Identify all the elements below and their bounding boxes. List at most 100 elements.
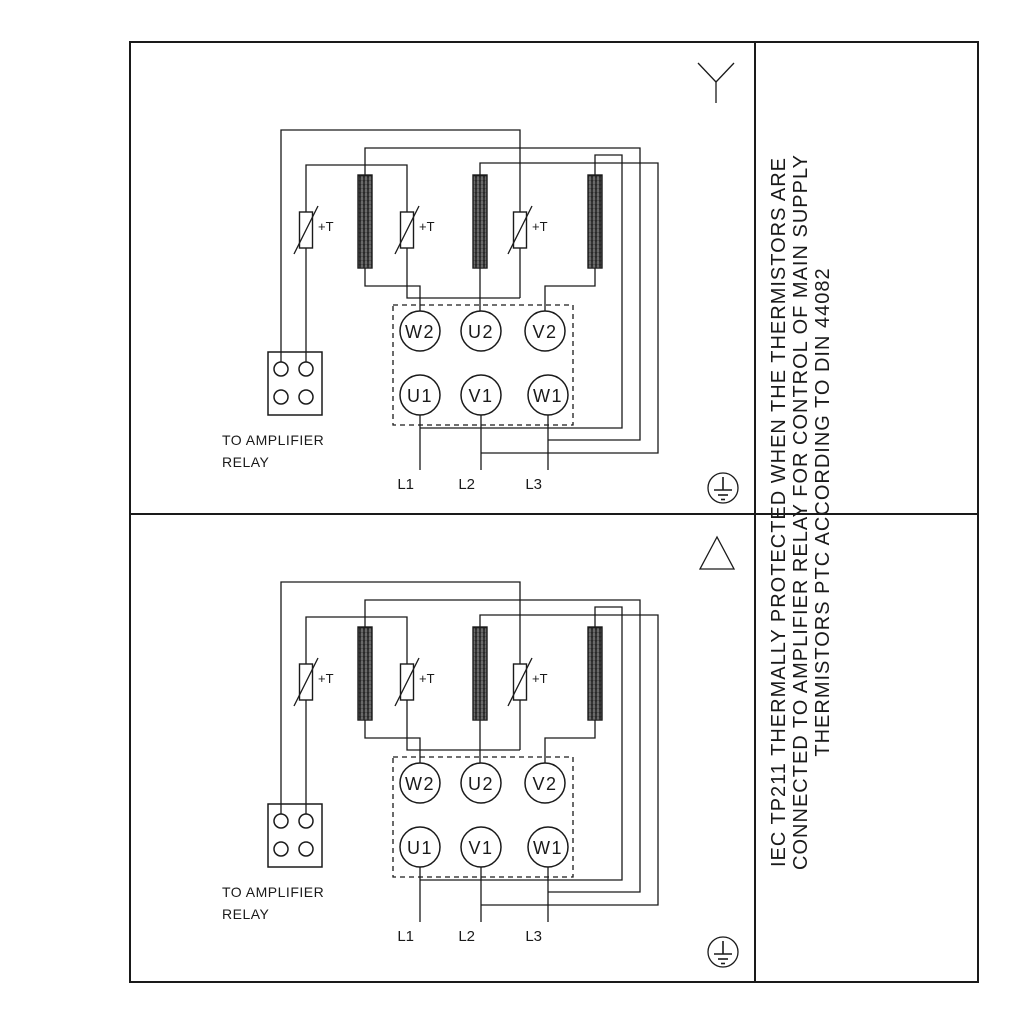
thermistor-label: +T <box>318 219 334 234</box>
supply-label-l1: L1 <box>397 928 414 945</box>
side-note-line: IEC TP211 THERMALLY PROTECTED WHEN THE T… <box>768 157 790 867</box>
wire <box>280 129 521 362</box>
thermistor-ptc-2: +T <box>394 205 435 255</box>
wire <box>406 248 520 299</box>
terminal-v1: V1 <box>460 826 502 868</box>
thermistor-label: +T <box>419 671 435 686</box>
motor-winding-coil-1 <box>357 626 373 721</box>
wire <box>305 164 408 212</box>
supply-label-l2: L2 <box>458 928 475 945</box>
side-note-line: CONNECTED TO AMPLIFIER RELAY FOR CONTROL… <box>790 154 812 870</box>
terminal-label: V1 <box>468 838 493 858</box>
terminal-label: W1 <box>533 838 563 858</box>
relay-caption-line2: RELAY <box>222 906 270 922</box>
winding-wires <box>364 147 659 454</box>
relay-pin <box>273 361 289 377</box>
earth-ground-icon <box>707 936 739 968</box>
side-note-line: THERMISTORS PTC ACCORDING TO DIN 44082 <box>812 267 834 756</box>
thermistor-ptc-1: +T <box>293 205 334 255</box>
relay-caption-line2: RELAY <box>222 454 270 470</box>
outer-border <box>129 41 979 983</box>
panel-delta-wiring: +T +T +T W2 <box>222 581 659 945</box>
thermistor-ptc-2: +T <box>394 657 435 707</box>
terminal-v1: V1 <box>460 374 502 416</box>
terminal-label: U2 <box>468 322 494 342</box>
terminal-u1: U1 <box>399 826 441 868</box>
supply-label-l1: L1 <box>397 476 414 493</box>
wire <box>364 147 641 441</box>
wire <box>544 268 596 311</box>
wire <box>420 606 623 881</box>
relay-pin <box>273 841 289 857</box>
wire <box>364 268 421 311</box>
terminal-block: W2 U2 V2 U1 V1 W1 <box>392 756 574 878</box>
amplifier-relay-connector <box>267 803 323 868</box>
terminal-u2: U2 <box>460 762 502 804</box>
supply-label-l3: L3 <box>525 476 542 493</box>
thermistor-circuit-wires <box>280 581 521 814</box>
supply-label-l3: L3 <box>525 928 542 945</box>
motor-winding-coil-2 <box>472 174 488 269</box>
terminal-label: V2 <box>532 322 557 342</box>
relay-pin <box>298 361 314 377</box>
panel-star-wiring: +T +T +T W2 <box>222 129 659 493</box>
motor-winding-coil-2 <box>472 626 488 721</box>
terminal-label: V1 <box>468 386 493 406</box>
wire <box>280 581 521 814</box>
relay-pin <box>298 389 314 405</box>
thermistor-ptc-3: +T <box>507 657 548 707</box>
thermistor-label: +T <box>532 219 548 234</box>
mains-supply: L1 L2 L3 <box>397 867 549 945</box>
earth-ground-icon <box>707 472 739 504</box>
wire <box>305 616 408 664</box>
terminal-w2: W2 <box>399 310 441 352</box>
winding-wires <box>364 599 659 906</box>
wire <box>479 162 659 454</box>
motor-winding-coil-3 <box>587 174 603 269</box>
wire <box>420 154 623 429</box>
thermistor-label: +T <box>532 671 548 686</box>
terminal-label: U1 <box>407 838 433 858</box>
wire <box>364 599 641 893</box>
relay-pin <box>273 389 289 405</box>
terminal-w2: W2 <box>399 762 441 804</box>
terminal-label: U2 <box>468 774 494 794</box>
thermistor-label: +T <box>419 219 435 234</box>
thermistor-circuit-wires <box>280 129 521 362</box>
terminal-w1: W1 <box>527 374 569 416</box>
terminal-label: V2 <box>532 774 557 794</box>
thermistor-label: +T <box>318 671 334 686</box>
relay-caption-line1: TO AMPLIFIER <box>222 432 324 448</box>
wire <box>364 720 421 763</box>
wire <box>406 700 520 751</box>
thermistor-ptc-1: +T <box>293 657 334 707</box>
terminal-block-outline <box>392 756 574 878</box>
motor-winding-coil-3 <box>587 626 603 721</box>
terminal-u1: U1 <box>399 374 441 416</box>
terminal-label: W2 <box>405 774 435 794</box>
terminal-label: W1 <box>533 386 563 406</box>
star-connection-icon <box>697 62 735 103</box>
terminal-v2: V2 <box>524 310 566 352</box>
relay-pin <box>298 813 314 829</box>
terminal-label: W2 <box>405 322 435 342</box>
terminal-u2: U2 <box>460 310 502 352</box>
terminal-label: U1 <box>407 386 433 406</box>
relay-pin <box>298 841 314 857</box>
mains-supply: L1 L2 L3 <box>397 415 549 493</box>
relay-caption-line1: TO AMPLIFIER <box>222 884 324 900</box>
amplifier-relay-connector <box>267 351 323 416</box>
wire <box>479 614 659 906</box>
terminal-v2: V2 <box>524 762 566 804</box>
side-note: IEC TP211 THERMALLY PROTECTED WHEN THE T… <box>768 154 834 870</box>
terminal-block: W2 U2 V2 U1 V1 W1 <box>392 304 574 426</box>
terminal-block-outline <box>392 304 574 426</box>
motor-winding-coil-1 <box>357 174 373 269</box>
terminal-w1: W1 <box>527 826 569 868</box>
thermistor-ptc-3: +T <box>507 205 548 255</box>
delta-connection-icon <box>698 535 736 570</box>
wire <box>544 720 596 763</box>
supply-label-l2: L2 <box>458 476 475 493</box>
